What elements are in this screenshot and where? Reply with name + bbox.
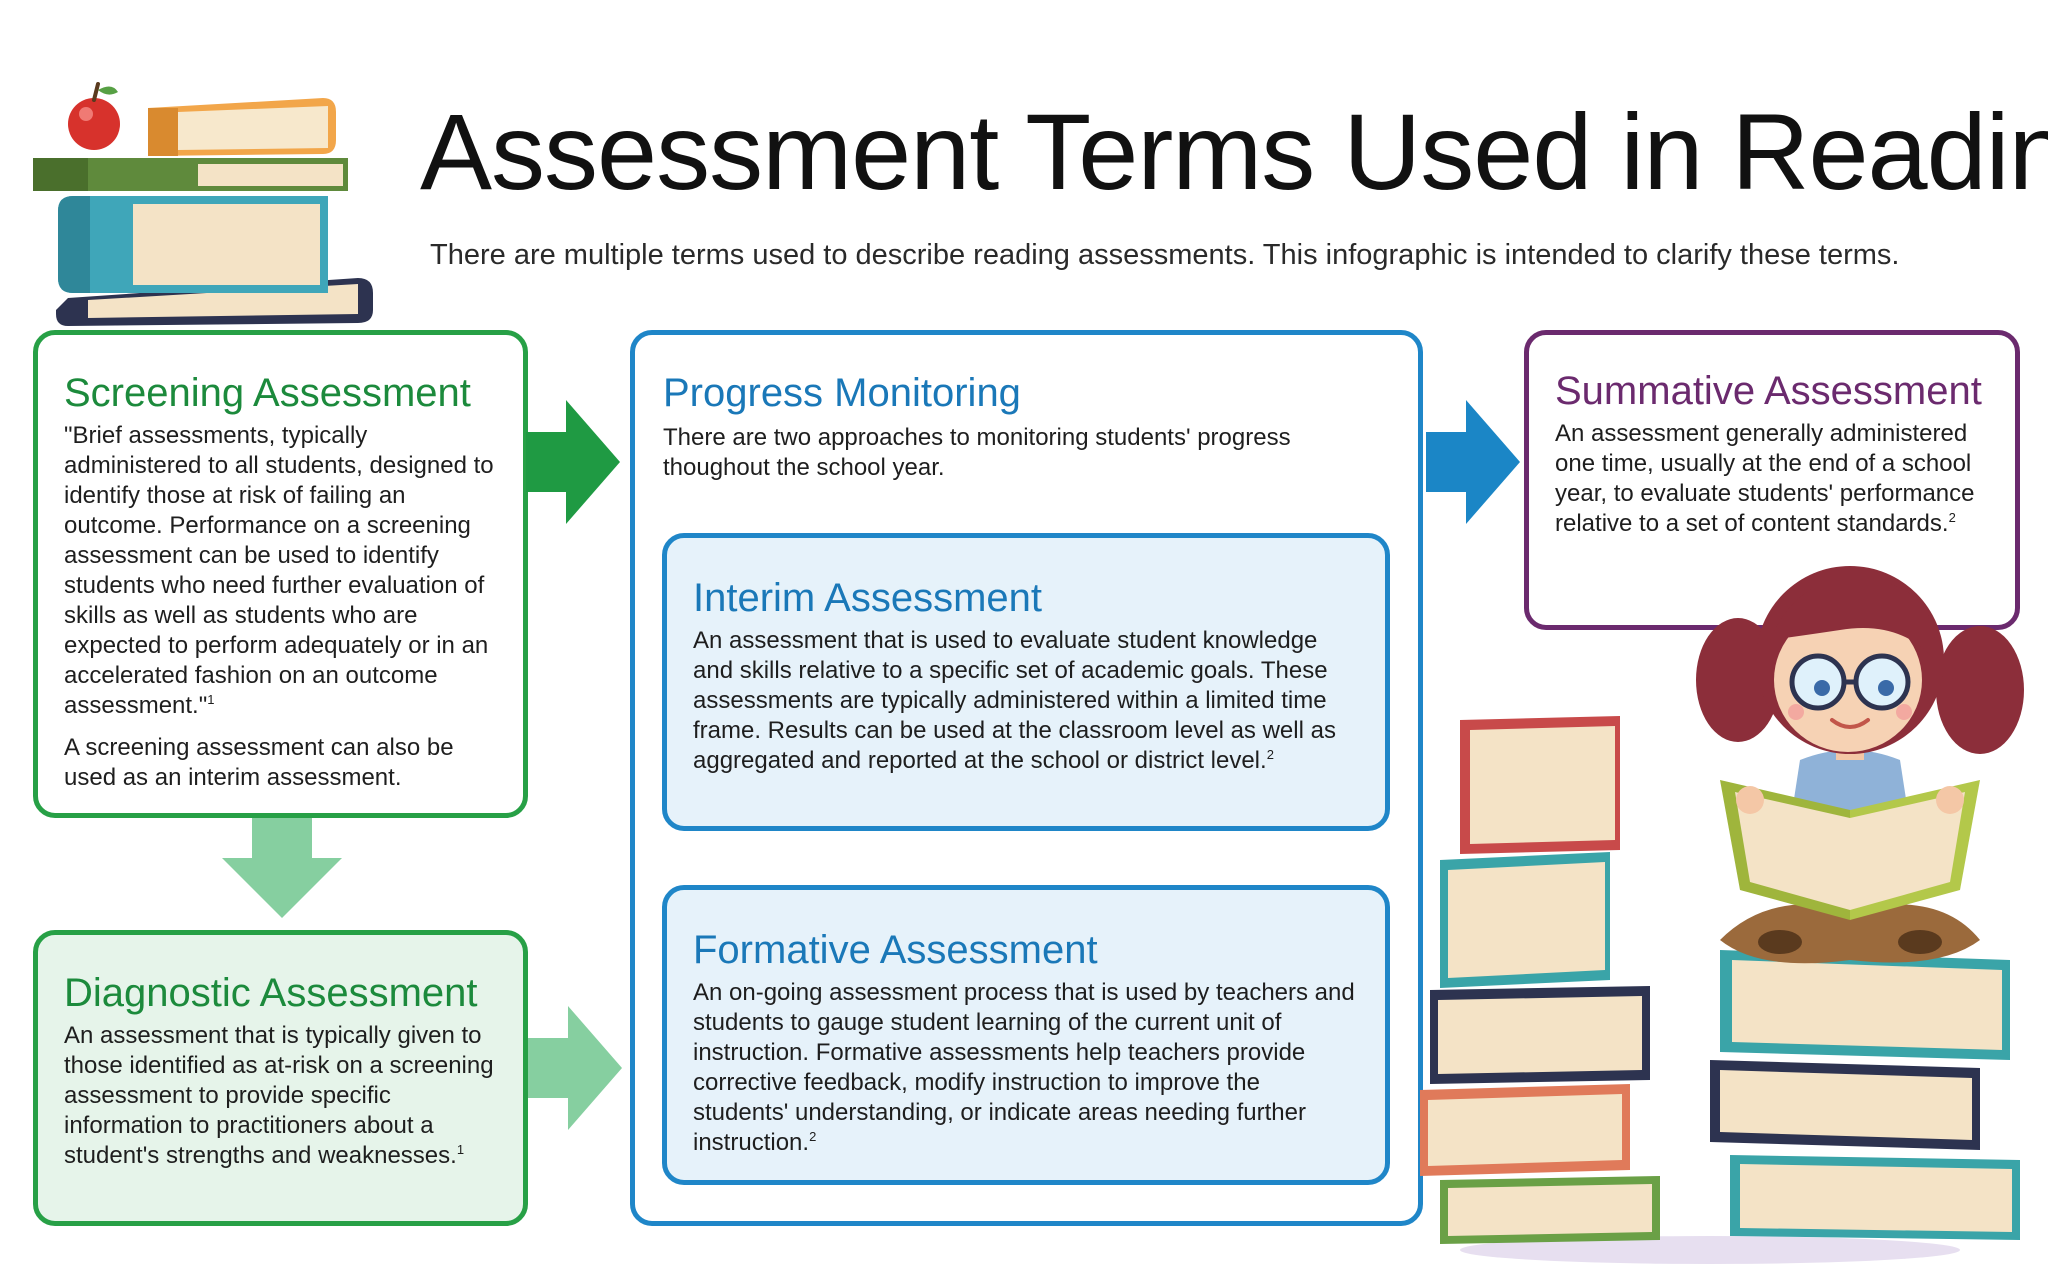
arrow-right-icon xyxy=(526,400,620,524)
page-subtitle: There are multiple terms used to describ… xyxy=(430,239,1900,271)
footnote-ref: 2 xyxy=(1266,747,1274,762)
page-title: Assessment Terms Used in Reading xyxy=(420,91,2048,212)
screening-assessment-definition: "Brief assessments, typically administer… xyxy=(64,422,494,719)
footnote-ref: 1 xyxy=(207,692,215,707)
book-stack-apple-icon xyxy=(33,82,373,326)
diagnostic-assessment-box: Diagnostic Assessment An assessment that… xyxy=(33,930,528,1226)
progress-monitoring-description: There are two approaches to monitoring s… xyxy=(663,424,1291,481)
footnote-ref: 2 xyxy=(1948,510,1956,525)
interim-assessment-definition: An assessment that is used to evaluate s… xyxy=(693,627,1336,774)
formative-assessment-box: Formative Assessment An on-going assessm… xyxy=(662,885,1390,1185)
diagnostic-assessment-title: Diagnostic Assessment xyxy=(64,971,478,1015)
summative-assessment-definition: An assessment generally administered one… xyxy=(1555,420,1975,537)
summative-assessment-title: Summative Assessment xyxy=(1555,369,1982,413)
formative-assessment-definition: An on-going assessment process that is u… xyxy=(693,979,1355,1156)
footnote-ref: 2 xyxy=(809,1129,817,1144)
interim-assessment-box: Interim Assessment An assessment that is… xyxy=(662,533,1390,831)
summative-assessment-box: Summative Assessment An assessment gener… xyxy=(1524,330,2020,630)
progress-monitoring-title: Progress Monitoring xyxy=(663,371,1021,415)
screening-assessment-note: A screening assessment can also be used … xyxy=(64,734,454,791)
formative-assessment-title: Formative Assessment xyxy=(693,928,1098,972)
footnote-ref: 1 xyxy=(456,1142,465,1157)
arrow-down-icon xyxy=(222,818,342,918)
girl-reading-books-icon xyxy=(1420,566,2024,1264)
arrow-right-icon xyxy=(528,1006,622,1130)
interim-assessment-title: Interim Assessment xyxy=(693,576,1043,620)
screening-assessment-box: Screening Assessment "Brief assessments,… xyxy=(33,330,528,818)
screening-assessment-title: Screening Assessment xyxy=(64,371,471,415)
diagnostic-assessment-definition: An assessment that is typically given to… xyxy=(64,1022,494,1169)
arrow-right-icon xyxy=(1426,400,1520,524)
